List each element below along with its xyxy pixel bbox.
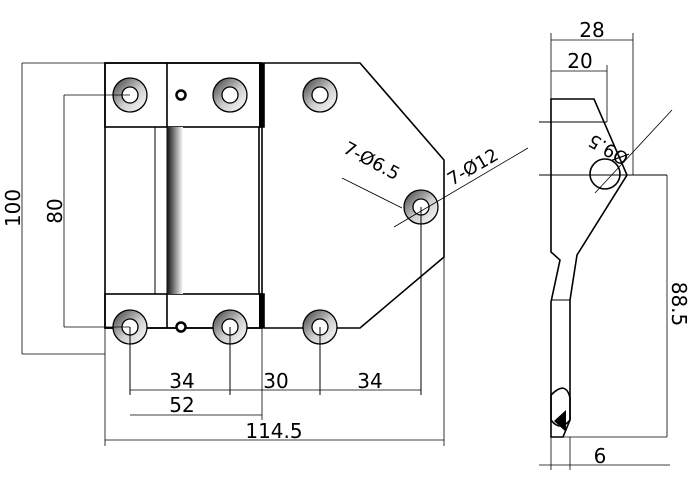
dim-hole-pitch-3: 34: [357, 369, 382, 393]
knuckle-strip: [154, 126, 168, 295]
dim-side-offset: 20: [567, 49, 592, 73]
dim-hole-pitch-2: 30: [263, 369, 288, 393]
dim-side-height: 88.5: [667, 282, 691, 327]
dim-overall-height: 100: [1, 189, 25, 227]
leader-large-holes: [393, 147, 529, 228]
dim-leaf-width: 52: [169, 393, 194, 417]
mounting-hole: [302, 77, 338, 113]
side-profile: [550, 98, 628, 438]
dim-side-total-depth: 28: [579, 18, 604, 42]
leaf-edge-thick-top: [259, 63, 264, 127]
leader-small-holes: [341, 177, 403, 209]
front-dimensions: [21, 62, 445, 446]
pin-hole-side: [589, 158, 621, 190]
side-dimensions: [539, 33, 670, 470]
callout-large-holes: 7-Ø12: [444, 145, 502, 191]
lower-curl: [550, 387, 571, 427]
dim-hole-spacing-vertical: 80: [43, 198, 67, 223]
callout-pin-dia: Ø9.5: [585, 129, 633, 169]
dim-hole-pitch-1: 34: [169, 369, 194, 393]
front-view: [104, 62, 529, 395]
knuckle-gap-shading: [167, 127, 183, 294]
side-view: [539, 98, 673, 438]
dim-overall-width: 114.5: [245, 419, 302, 443]
lower-curl-fill: [554, 410, 566, 432]
pin-dot: [175, 89, 187, 101]
right-leaf-outline: [258, 62, 445, 329]
leaf-edge-thick-bottom: [259, 294, 264, 328]
dim-thickness: 6: [594, 444, 607, 468]
pin-leader: [594, 109, 673, 194]
pin-dot: [175, 321, 187, 333]
mounting-hole: [212, 77, 248, 113]
callout-small-holes: 7-Ø6.5: [340, 138, 403, 185]
